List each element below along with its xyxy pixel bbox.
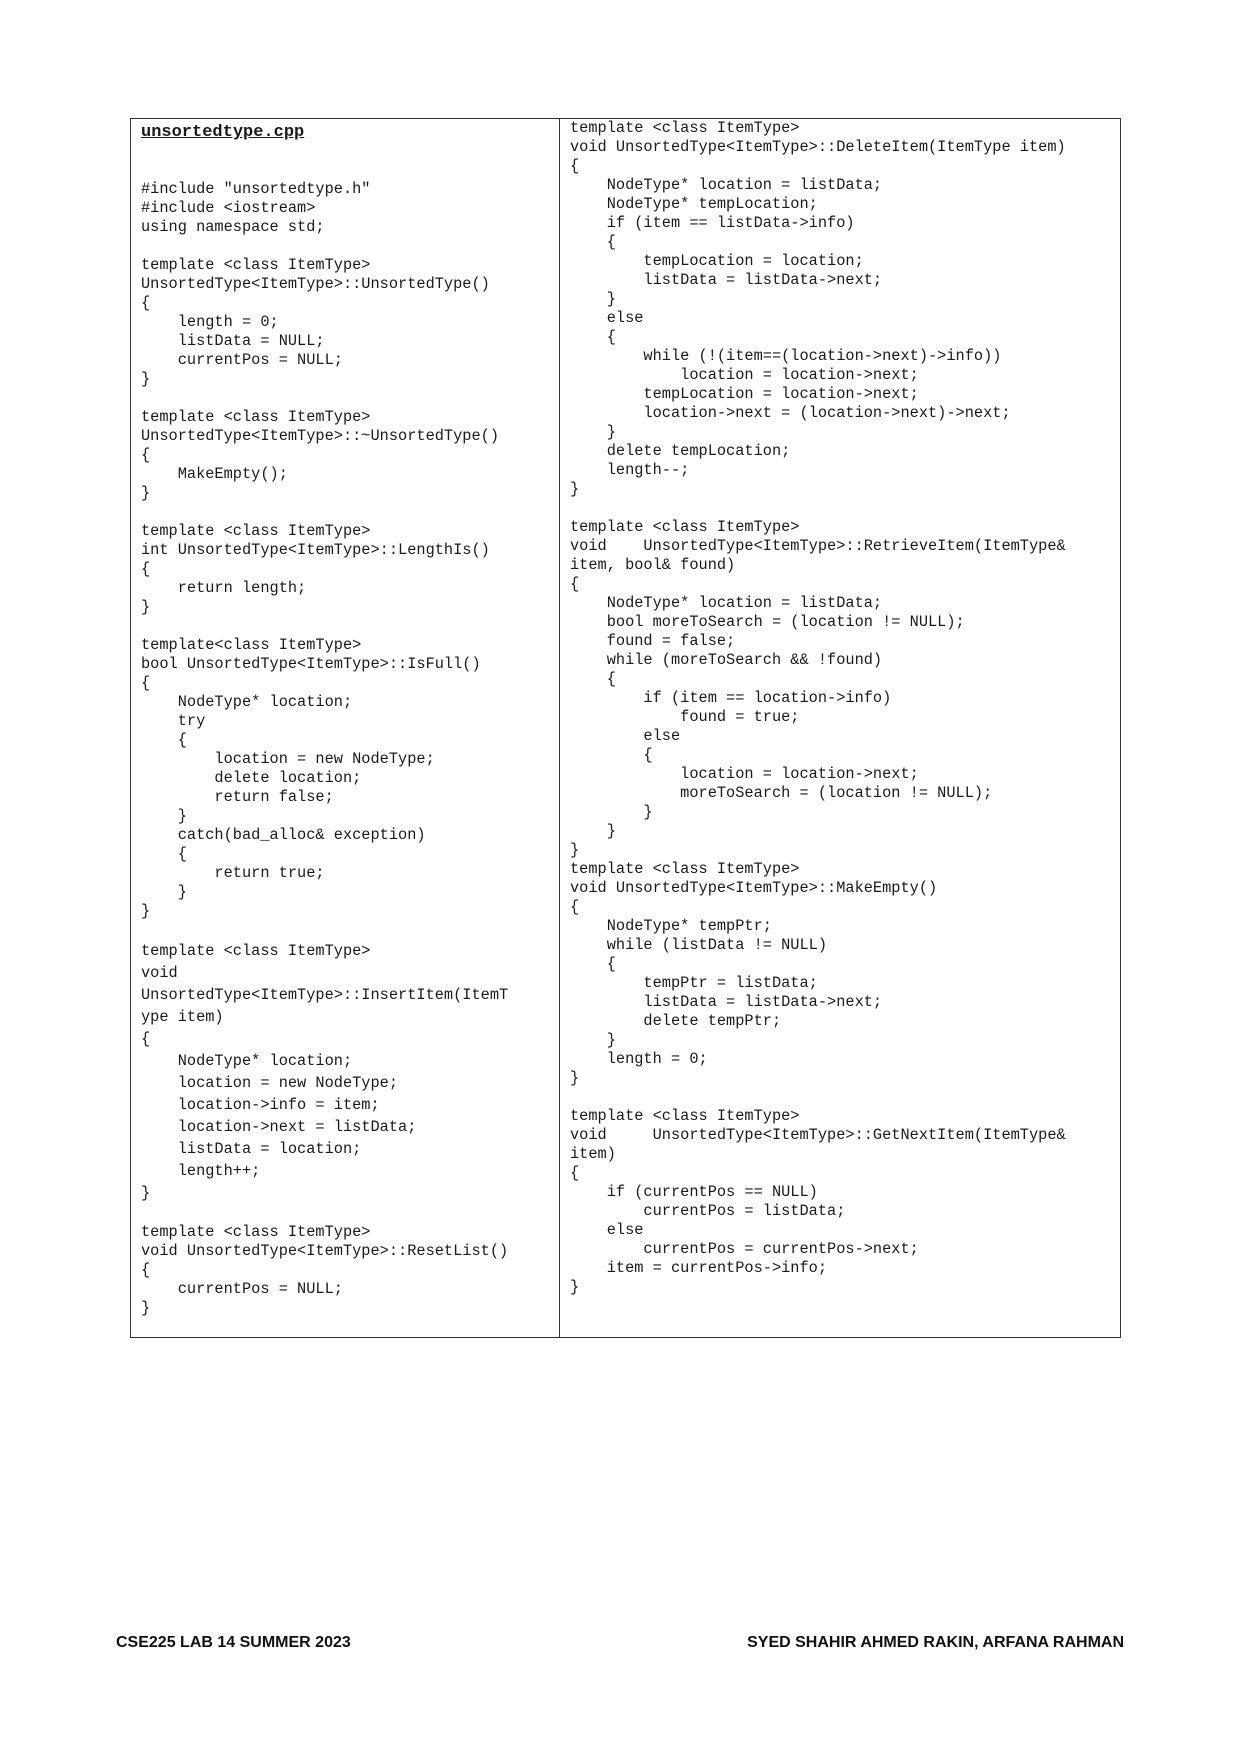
spacer — [141, 389, 549, 408]
includes-block: #include "unsortedtype.h" #include <iost… — [141, 180, 371, 236]
delete-item-block: template <class ItemType> void UnsortedT… — [570, 119, 1066, 498]
spacer — [141, 1204, 549, 1223]
spacer — [141, 921, 549, 940]
destructor-block: template <class ItemType> UnsortedType<I… — [141, 408, 500, 502]
spacer — [570, 499, 1110, 518]
spacer — [141, 237, 549, 256]
footer-course-label: CSE225 LAB 14 SUMMER 2023 — [116, 1634, 351, 1651]
spacer — [141, 617, 549, 636]
reset-list-block: template <class ItemType> void UnsortedT… — [141, 1223, 509, 1317]
length-is-block: template <class ItemType> int UnsortedTy… — [141, 522, 490, 616]
make-empty-block: template <class ItemType> void UnsortedT… — [570, 860, 938, 1087]
code-table: unsortedtype.cpp #include "unsortedtype.… — [130, 118, 1121, 1338]
is-full-block: template<class ItemType> bool UnsortedTy… — [141, 636, 481, 920]
spacer — [141, 503, 549, 522]
insert-item-block: template <class ItemType> void UnsortedT… — [141, 942, 509, 1202]
retrieve-item-block: template <class ItemType> void UnsortedT… — [570, 518, 1066, 859]
footer-authors: SYED SHAHIR AHMED RAKIN, ARFANA RAHMAN — [747, 1634, 1124, 1651]
right-code-column: template <class ItemType> void UnsortedT… — [560, 119, 1120, 1337]
spacer — [570, 1088, 1110, 1107]
get-next-item-block: template <class ItemType> void UnsortedT… — [570, 1107, 1066, 1296]
left-code-column: unsortedtype.cpp #include "unsortedtype.… — [131, 119, 560, 1337]
constructor-block: template <class ItemType> UnsortedType<I… — [141, 256, 490, 388]
file-title: unsortedtype.cpp — [141, 123, 305, 142]
